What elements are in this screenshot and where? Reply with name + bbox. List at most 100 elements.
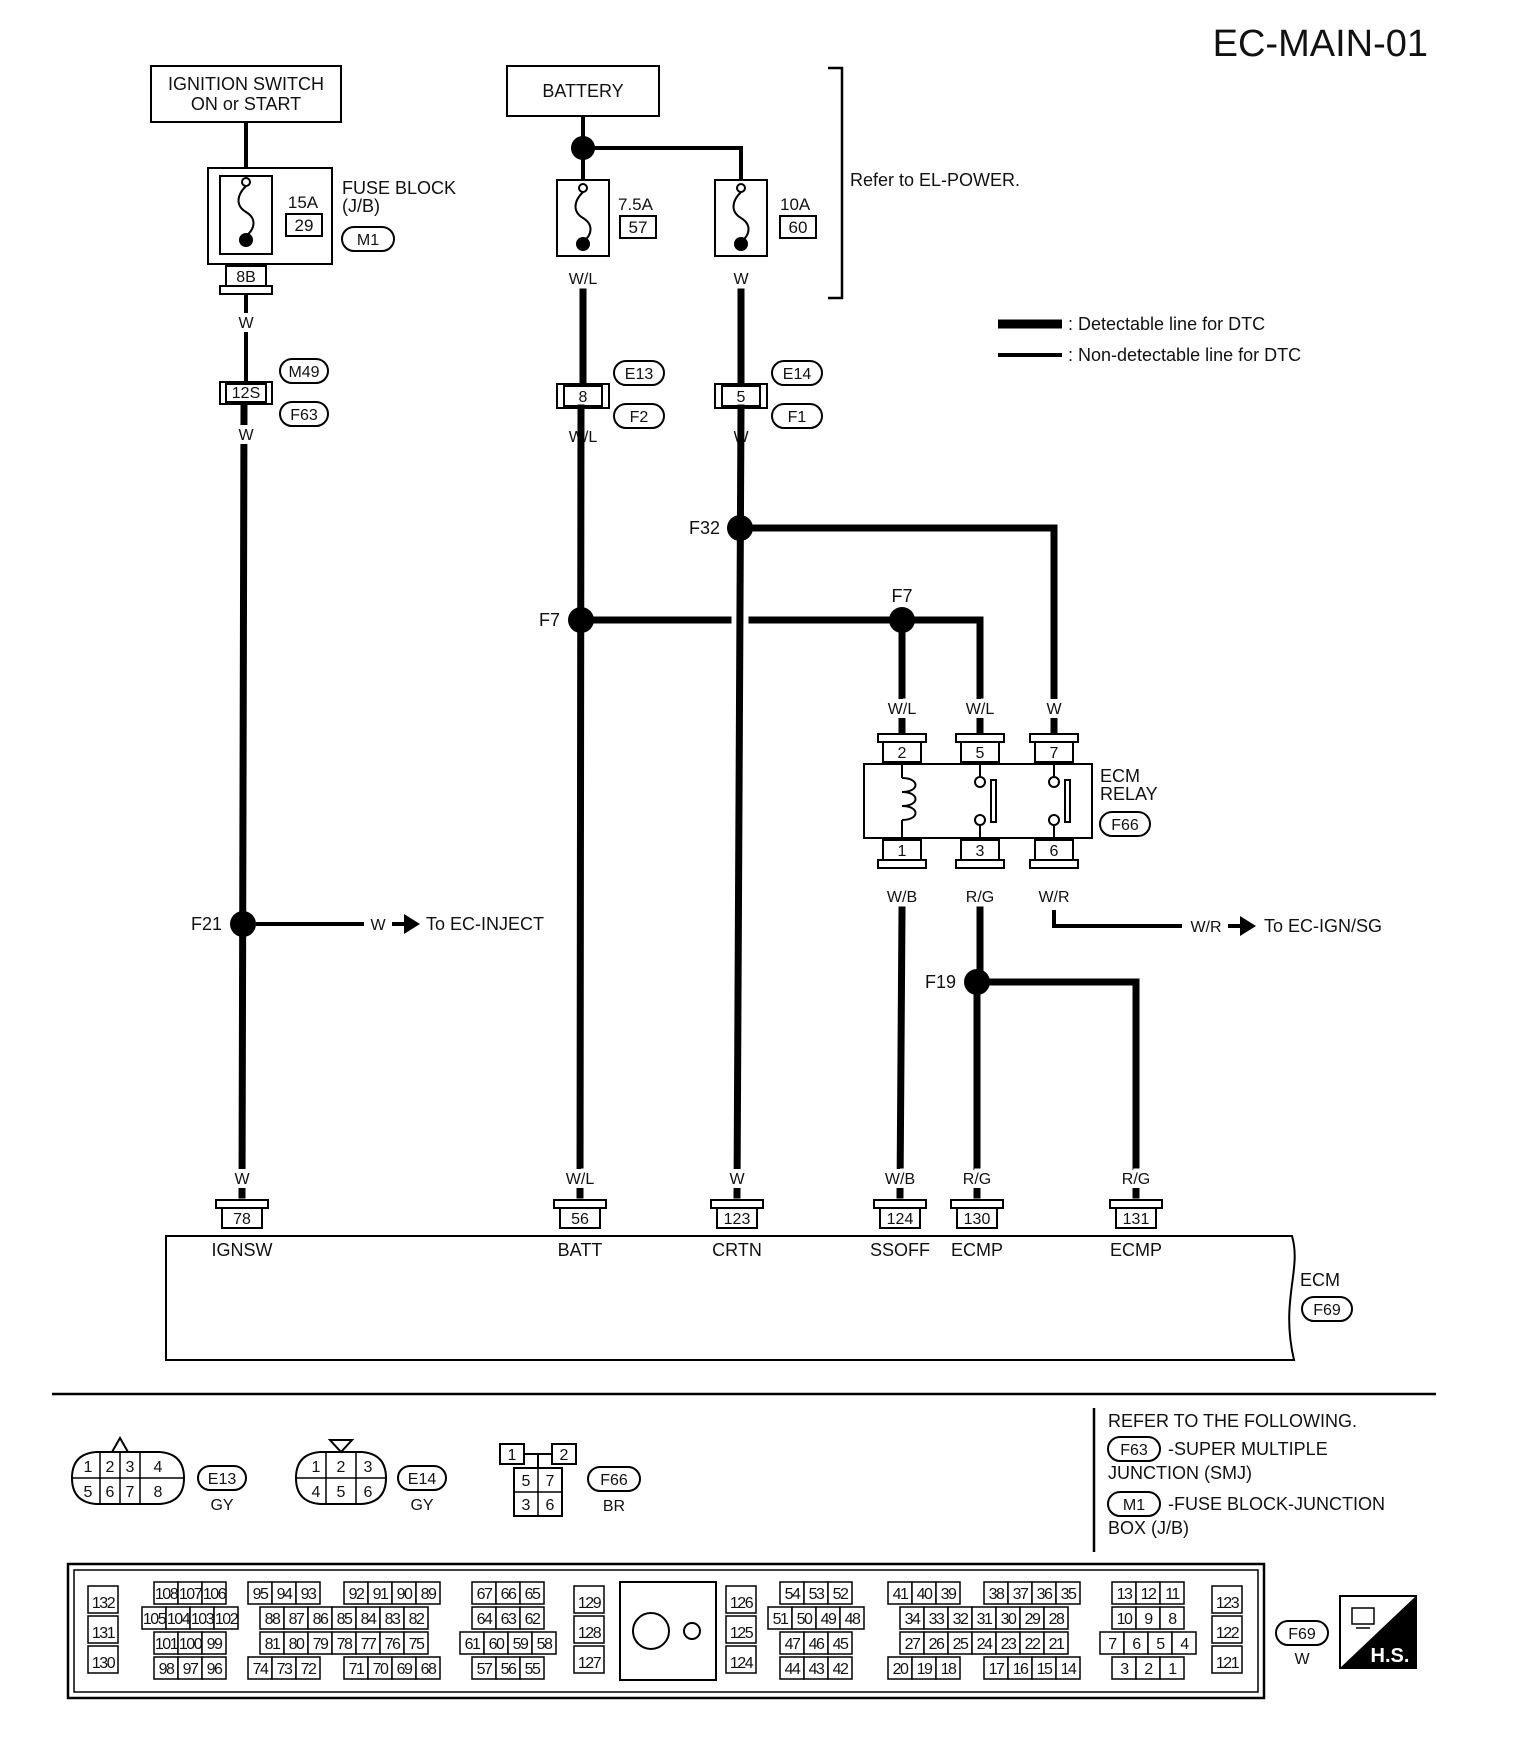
face-pin-number: 132 xyxy=(92,1595,116,1612)
face-pin-number: 101 xyxy=(155,1636,179,1653)
face-pin-cell xyxy=(935,1656,961,1680)
svg-text:2: 2 xyxy=(106,1459,115,1476)
face-pin-cell xyxy=(1171,1631,1197,1655)
face-pin-cell xyxy=(519,1581,545,1605)
svg-text:5: 5 xyxy=(737,389,746,406)
face-pin-number: 85 xyxy=(337,1611,353,1628)
battery-label: BATTERY xyxy=(542,81,623,101)
ecm-relay: 2 5 7 1 3 6 ECM RELAY xyxy=(863,733,1158,869)
face-pin-number: 21 xyxy=(1049,1636,1065,1653)
face-pin-cell xyxy=(725,1585,757,1614)
svg-text:F66: F66 xyxy=(600,1472,628,1489)
page-title: EC-MAIN-01 xyxy=(1213,23,1428,65)
face-pin-number: 35 xyxy=(1061,1586,1077,1603)
face-pin-number: 52 xyxy=(833,1586,849,1603)
terminal-8b: 8B xyxy=(219,265,273,295)
face-pin-number: 106 xyxy=(203,1586,227,1603)
face-pin-number: 128 xyxy=(578,1625,602,1642)
ecm-pin-56: 56 BATT xyxy=(553,1199,607,1260)
svg-text:E13: E13 xyxy=(208,1471,237,1488)
ignition-switch-label: IGNITION SWITCH xyxy=(168,74,324,94)
face-pin-number: 71 xyxy=(349,1661,365,1678)
hs-badge-icon: H.S. xyxy=(1339,1595,1417,1669)
face-pin-number: 53 xyxy=(809,1586,825,1603)
svg-text:5: 5 xyxy=(84,1484,93,1501)
face-pin-cell xyxy=(827,1581,853,1605)
wire-color-ecm124: W/B xyxy=(885,1171,915,1188)
wire-color-batt-1: W/L xyxy=(569,271,598,288)
face-pin-number: 36 xyxy=(1037,1586,1053,1603)
face-pin-number: 7 xyxy=(1108,1636,1117,1653)
face-pin-number: 34 xyxy=(905,1611,921,1628)
face-pin-number: 91 xyxy=(373,1586,389,1603)
fuse-15a-amp: 15A xyxy=(288,193,319,212)
refer-el-power: Refer to EL-POWER. xyxy=(850,170,1020,190)
battery-box: BATTERY xyxy=(506,65,660,117)
face-pin-cell xyxy=(839,1606,865,1630)
face-pin-number: 9 xyxy=(1144,1611,1153,1628)
connector-m49: M49 xyxy=(288,364,319,381)
connector-e13-f2-pin8: 8 xyxy=(556,383,610,409)
face-pin-number: 76 xyxy=(385,1636,401,1653)
face-pin-number: 5 xyxy=(1156,1636,1165,1653)
face-pin-number: 51 xyxy=(773,1611,789,1628)
wire-color-relay5-in: W/L xyxy=(966,701,995,718)
connector-view-e14: 1 2 3 4 5 6 E14 GY xyxy=(294,1439,447,1514)
to-ec-inject-label: To EC-INJECT xyxy=(426,914,544,934)
face-pin-number: 123 xyxy=(1216,1595,1240,1612)
svg-text:GY: GY xyxy=(210,1497,233,1514)
face-pin-number: 126 xyxy=(730,1595,754,1612)
ecm-relay-label: ECM xyxy=(1100,766,1140,786)
svg-text:3: 3 xyxy=(126,1459,135,1476)
refer-following-heading: REFER TO THE FOLLOWING. xyxy=(1108,1411,1357,1431)
ignition-switch-state: ON or START xyxy=(191,94,301,114)
face-pin-number: 131 xyxy=(92,1625,116,1642)
face-pin-number: 67 xyxy=(477,1586,493,1603)
face-pin-cell xyxy=(213,1606,239,1630)
face-pin-cell xyxy=(1211,1585,1243,1614)
svg-text:56: 56 xyxy=(571,1211,589,1228)
svg-text:130: 130 xyxy=(964,1211,991,1228)
face-pin-number: 82 xyxy=(409,1611,425,1628)
svg-text:8: 8 xyxy=(154,1484,163,1501)
svg-text:2: 2 xyxy=(560,1447,569,1464)
refer-following-m1-tag: M1 xyxy=(1123,1497,1145,1514)
face-pin-number: 23 xyxy=(1001,1636,1017,1653)
face-pin-number: 48 xyxy=(845,1611,861,1628)
face-pin-cell xyxy=(725,1645,757,1674)
ecm-pin-label-ssoff: SSOFF xyxy=(870,1240,930,1260)
svg-text:8: 8 xyxy=(579,389,588,406)
face-pin-number: 42 xyxy=(833,1661,849,1678)
svg-text:3: 3 xyxy=(522,1497,531,1514)
wire-color-to-inject: W xyxy=(370,917,386,934)
wire-color-relay6-out: W/R xyxy=(1038,889,1069,906)
svg-text:6: 6 xyxy=(106,1484,115,1501)
face-pin-number: 19 xyxy=(917,1661,933,1678)
fuse-block-jb: (J/B) xyxy=(342,196,380,216)
face-pin-cell xyxy=(573,1615,605,1644)
face-pin-number: 8 xyxy=(1168,1611,1177,1628)
face-pin-number: 3 xyxy=(1120,1661,1129,1678)
face-pin-number: 86 xyxy=(313,1611,329,1628)
face-pin-number: 14 xyxy=(1061,1661,1077,1678)
face-pin-cell xyxy=(1211,1645,1243,1674)
face-pin-number: 77 xyxy=(361,1636,377,1653)
svg-text:1: 1 xyxy=(508,1447,517,1464)
fuse-10a: 10A 60 xyxy=(714,179,817,257)
face-pin-number: 4 xyxy=(1180,1636,1189,1653)
face-pin-number: 1 xyxy=(1168,1661,1177,1678)
svg-text:1: 1 xyxy=(84,1459,93,1476)
face-pin-cell xyxy=(519,1656,545,1680)
face-pin-number: 54 xyxy=(785,1586,801,1603)
wire-color-relay3-out: R/G xyxy=(966,889,994,906)
wire-color-ecm131: R/G xyxy=(1122,1171,1150,1188)
face-pin-cell xyxy=(1211,1615,1243,1644)
fuse-10a-number: 60 xyxy=(789,218,808,237)
face-pin-number: 72 xyxy=(301,1661,317,1678)
face-connector-f69: F69 xyxy=(1288,1626,1316,1643)
wire-color-relay1-out: W/B xyxy=(887,889,917,906)
face-pin-number: 122 xyxy=(1216,1625,1240,1642)
face-pin-cell xyxy=(87,1615,119,1644)
face-pin-cell xyxy=(573,1645,605,1674)
face-pin-number: 84 xyxy=(361,1611,377,1628)
